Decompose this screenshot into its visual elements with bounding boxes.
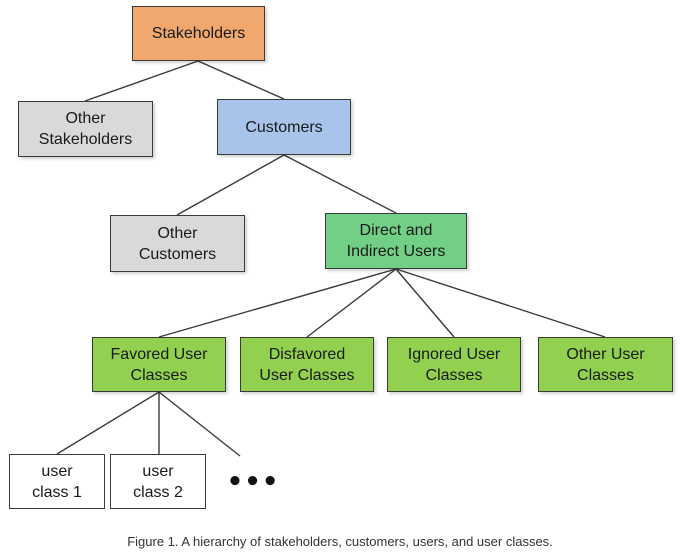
edge-direct-favored [158, 268, 397, 338]
node-ignored-user-classes: Ignored User Classes [387, 337, 521, 392]
edge-direct-disfavored [306, 268, 397, 338]
figure-caption: Figure 1. A hierarchy of stakeholders, c… [127, 534, 553, 549]
node-disfavored-user-classes: Disfavored User Classes [240, 337, 374, 392]
node-stakeholders: Stakeholders [132, 6, 265, 61]
edge-favored-user-class-1 [56, 391, 160, 455]
node-other-user-classes: Other User Classes [538, 337, 673, 392]
edge-direct-other-user-classes [395, 268, 606, 338]
node-customers: Customers [217, 99, 351, 155]
edge-favored-more [158, 391, 241, 457]
edge-stakeholders-other-stakeholders [84, 60, 199, 102]
node-user-class-1: user class 1 [9, 454, 105, 509]
edge-direct-ignored [395, 268, 455, 338]
node-other-customers: Other Customers [110, 215, 245, 272]
node-other-stakeholders: Other Stakeholders [18, 101, 153, 157]
ellipsis-more-classes: ••• [226, 467, 280, 497]
edge-customers-direct-indirect [283, 154, 397, 214]
node-favored-user-classes: Favored User Classes [92, 337, 226, 392]
node-user-class-2: user class 2 [110, 454, 206, 509]
edge-stakeholders-customers [197, 60, 285, 100]
node-direct-indirect-users: Direct and Indirect Users [325, 213, 467, 269]
edge-customers-other-customers [176, 154, 285, 216]
